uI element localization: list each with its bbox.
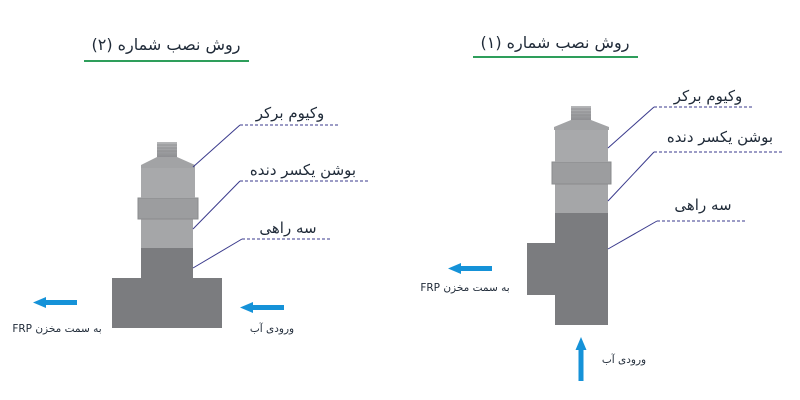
inlet-arrow-icon <box>240 302 284 313</box>
label-vacuum-breaker: وکیوم برکر <box>255 104 325 122</box>
label-tee: سه راهی <box>259 219 316 237</box>
outlet-arrow-icon <box>448 263 492 274</box>
inlet-text: ورودی آب <box>602 353 646 366</box>
method-2-title: روش نصب شماره (۲) <box>91 35 240 55</box>
bushing-ring <box>551 161 612 185</box>
tee-stem <box>141 248 193 279</box>
thread-lines <box>571 108 591 116</box>
method-1-title: روش نصب شماره (۱) <box>480 33 629 53</box>
label-tee: سه راهی <box>674 196 731 214</box>
method-2-diagram: روش نصب شماره (۲) وکیوم برکر بوشن یکسر د… <box>12 35 370 335</box>
inlet-text: ورودی آب <box>250 322 294 335</box>
outlet-text: به سمت مخزن FRP <box>420 282 509 294</box>
method-2-device <box>112 142 222 328</box>
outlet-text: به سمت مخزن FRP <box>12 323 101 335</box>
tee-body <box>112 278 222 328</box>
tee-branch <box>527 243 557 295</box>
vacuum-breaker-body <box>141 168 195 198</box>
vacuum-breaker-thread <box>157 142 177 157</box>
label-vacuum-breaker: وکیوم برکر <box>673 87 743 105</box>
label-bushing: بوشن یکسر دنده <box>250 161 356 179</box>
outlet-arrow-icon <box>33 297 77 308</box>
vacuum-breaker-head <box>554 120 609 130</box>
label-bushing: بوشن یکسر دنده <box>667 128 773 146</box>
tee-body <box>555 213 608 325</box>
vacuum-breaker-body <box>555 130 608 162</box>
bushing-body <box>555 184 608 213</box>
vacuum-breaker-head <box>141 157 195 168</box>
bushing-ring <box>137 197 199 220</box>
bushing-body <box>141 219 193 248</box>
thread-lines <box>157 144 177 152</box>
inlet-arrow-icon <box>575 337 587 381</box>
vacuum-breaker-thread <box>571 106 591 120</box>
method-1-diagram: روش نصب شماره (۱) وکیوم برکر بوشن یکسر د… <box>420 33 784 381</box>
method-1-device <box>527 106 612 325</box>
